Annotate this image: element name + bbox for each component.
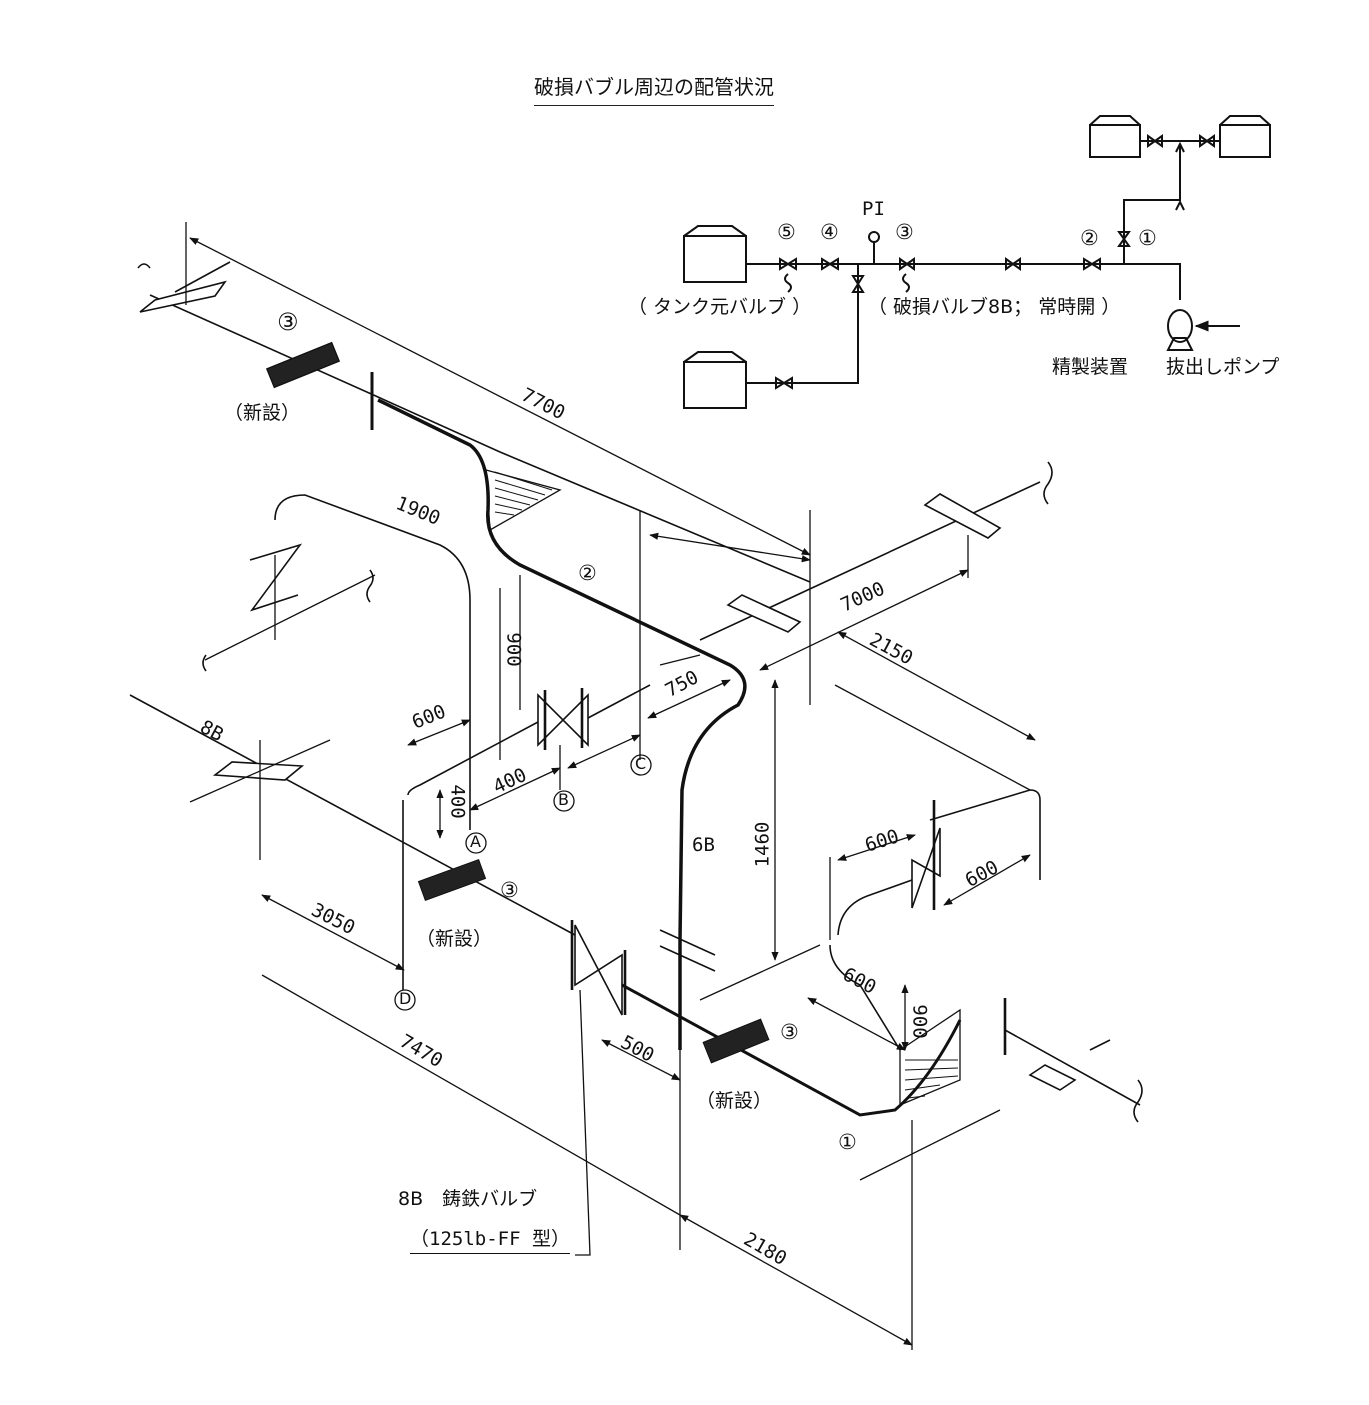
hatch-support-bottom [904, 1059, 959, 1099]
pump-label: 抜出しポンプ [1166, 356, 1280, 378]
tank-icon [1219, 115, 1271, 158]
broken-valve-label: （ 破損バルブ8B； 常時開 ） [868, 296, 1121, 318]
schematic-main-line [746, 263, 1181, 300]
valve-icon [899, 257, 915, 271]
dim-line-2150 [837, 631, 1036, 741]
valve-number-2: ② [1080, 226, 1099, 250]
pump-icon [1166, 309, 1240, 351]
valve-icon [851, 275, 865, 293]
pipe-route-low [621, 983, 962, 1117]
new-install-label-bot: （新設） [696, 1090, 773, 1112]
valve-number-5: ⑤ [777, 220, 796, 244]
valve-icon [1083, 257, 1101, 271]
dim-line-7700 [189, 237, 811, 556]
tank-icon [683, 351, 747, 409]
new-install-label-top: （新設） [224, 402, 301, 424]
pressure-gauge-icon [868, 231, 880, 264]
tank-icon [1089, 115, 1141, 158]
valve-icon [1199, 134, 1215, 148]
dim-900-lower: 900 [908, 1004, 931, 1039]
refinery-label: 精製装置 [1052, 356, 1129, 378]
isometric-piping [129, 222, 1143, 1350]
marker-2: ② [578, 561, 597, 585]
marker-3-top: ③ [277, 308, 299, 336]
valve-icon [1147, 134, 1163, 148]
upper-header-pipe [149, 294, 811, 583]
valve-icon [1005, 257, 1021, 271]
valve-note-line1: 8B 鋳鉄バルブ [398, 1188, 538, 1210]
tank-valve-label: （ タンク元バルブ ） [628, 296, 812, 318]
valve-number-3: ③ [895, 220, 914, 244]
valve-icon [1117, 231, 1131, 247]
tank-icon [683, 225, 747, 283]
dim-line-7000 [759, 569, 969, 671]
pipe-size-6b: 6B [692, 834, 715, 856]
page-title: 破損バブル周辺の配管状況 [534, 77, 774, 106]
dim-900-upper: 900 [502, 632, 525, 667]
valve-number-4: ④ [820, 220, 839, 244]
dim-400-vert: 400 [446, 784, 469, 819]
lower-header-pipe [129, 694, 576, 936]
pi-label: PI [862, 198, 885, 220]
marker-3-bot: ③ [780, 1020, 799, 1044]
point-a: A [470, 832, 481, 851]
point-c: C [635, 754, 647, 773]
valve-number-1: ① [1138, 226, 1157, 250]
point-b: B [558, 790, 569, 809]
right-header-pipe [699, 481, 1041, 641]
valve-icon [821, 257, 839, 271]
valve-note-line2: （125lb-FF 型） [410, 1230, 570, 1254]
hatch-support-top [494, 471, 553, 516]
new-install-label-mid: （新設） [416, 928, 493, 950]
marker-3-mid: ③ [500, 878, 519, 902]
marker-1: ① [838, 1130, 857, 1154]
dim-1460: 1460 [751, 821, 774, 868]
schematic-branch-line [746, 264, 859, 384]
flange-new-top [265, 341, 341, 389]
point-d: D [399, 989, 412, 1008]
